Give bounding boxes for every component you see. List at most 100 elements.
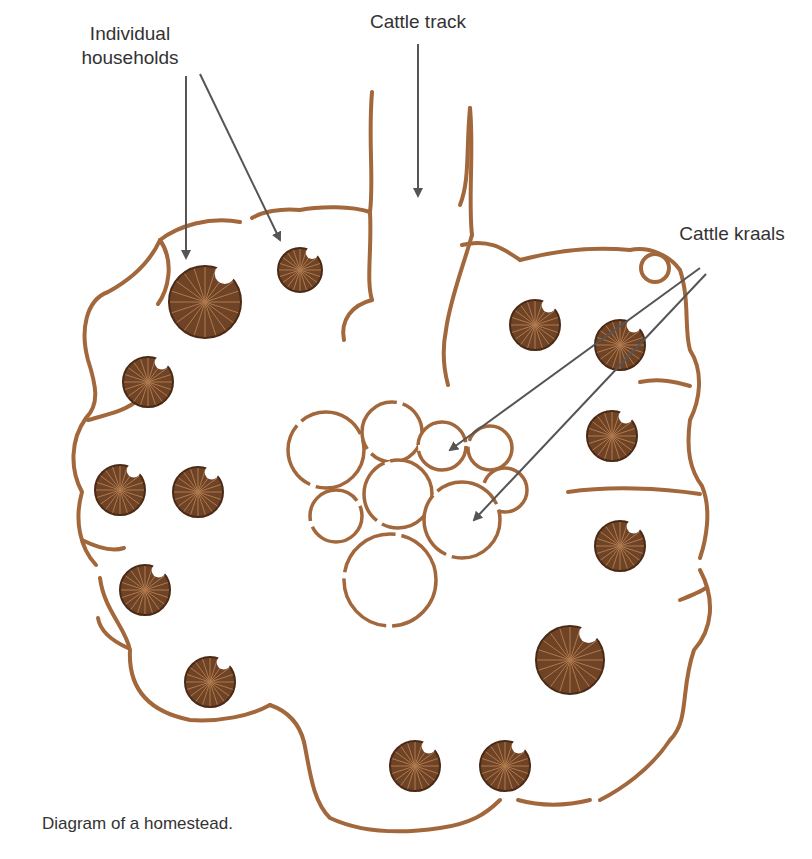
- thatch-stroke: [491, 747, 505, 766]
- thatch-stroke: [505, 742, 506, 766]
- thatch-stroke: [606, 546, 620, 565]
- thatch-stroke: [148, 382, 155, 405]
- thatch-stroke: [97, 490, 120, 497]
- thatch-stroke: [198, 469, 205, 492]
- thatch-stroke: [288, 253, 300, 270]
- thatch-stroke: [415, 743, 422, 766]
- thatch-stroke: [543, 641, 570, 660]
- hut: [510, 299, 560, 351]
- thatch-stroke: [126, 590, 145, 604]
- thatch-stroke: [205, 269, 216, 302]
- thatch-stroke: [551, 660, 570, 687]
- thatch-stroke: [612, 412, 613, 436]
- thatch-stroke: [198, 492, 222, 493]
- thatch-stroke: [205, 302, 226, 330]
- thatch-stroke: [280, 264, 300, 270]
- thatch-stroke: [620, 539, 643, 546]
- fence: [270, 705, 304, 742]
- leader-arrow: [417, 44, 419, 196]
- thatch-stroke: [512, 318, 535, 325]
- thatch-stroke: [401, 766, 415, 785]
- thatch-stroke: [415, 766, 422, 789]
- thatch-stroke: [203, 682, 210, 705]
- hut-doorway: [627, 520, 641, 534]
- thatch-stroke: [396, 752, 415, 766]
- thatch-stroke: [535, 318, 558, 325]
- hut: [278, 247, 322, 292]
- thatch-stroke: [129, 368, 148, 382]
- thatch-stroke: [196, 663, 210, 682]
- kraal: [364, 460, 432, 528]
- hut: [587, 410, 637, 462]
- kraal: [288, 412, 364, 488]
- thatch-stroke: [612, 422, 631, 436]
- thatch-stroke: [131, 590, 145, 609]
- thatch-stroke: [134, 382, 148, 401]
- thatch-stroke: [396, 766, 415, 780]
- kraal: [418, 422, 466, 470]
- leader-arrow: [185, 76, 187, 258]
- thatch-stroke: [141, 359, 148, 382]
- thatch-stroke: [101, 476, 120, 490]
- hut: [169, 264, 241, 338]
- thatch-stroke: [596, 345, 620, 346]
- thatch-stroke: [125, 382, 148, 389]
- thatch-stroke: [597, 539, 620, 546]
- thatch-stroke: [613, 546, 620, 569]
- thatch-stroke: [210, 682, 234, 683]
- thatch-stroke: [300, 258, 317, 270]
- thatch-stroke: [535, 325, 549, 344]
- thatch-stroke: [593, 436, 612, 450]
- thatch-stroke: [184, 302, 205, 330]
- fence: [82, 540, 124, 550]
- thatch-stroke: [570, 650, 601, 660]
- thatch-stroke: [280, 270, 300, 276]
- hut-doorway: [306, 247, 318, 259]
- fence: [158, 240, 169, 304]
- thatch-stroke: [191, 668, 210, 682]
- fences: [73, 92, 710, 831]
- thatch-stroke: [179, 478, 198, 492]
- hut: [480, 740, 530, 792]
- thatch-stroke: [194, 269, 205, 302]
- fence: [343, 300, 372, 340]
- thatch-stroke: [210, 682, 233, 689]
- thatch-stroke: [120, 483, 143, 490]
- thatch-stroke: [570, 660, 603, 661]
- thatch-stroke: [543, 660, 570, 679]
- thatch-stroke: [589, 429, 612, 436]
- thatch-stroke: [138, 567, 145, 590]
- hut: [95, 464, 145, 516]
- hut: [123, 356, 173, 408]
- thatch-stroke: [145, 590, 169, 591]
- thatch-stroke: [203, 659, 210, 682]
- thatch-stroke: [288, 270, 300, 287]
- thatch-stroke: [174, 492, 198, 493]
- thatch-stroke: [210, 675, 233, 682]
- thatch-stroke: [570, 660, 601, 670]
- thatch-stroke: [177, 302, 205, 323]
- thatch-stroke: [179, 492, 198, 506]
- thatch-stroke: [505, 766, 512, 789]
- thatch-stroke: [505, 743, 512, 766]
- fence: [98, 618, 128, 648]
- thatch-stroke: [283, 270, 300, 282]
- thatch-stroke: [498, 766, 505, 789]
- thatch-stroke: [210, 668, 229, 682]
- fence: [73, 220, 240, 565]
- thatch-stroke: [505, 766, 519, 785]
- thatch-stroke: [613, 322, 620, 345]
- thatch-stroke: [482, 766, 505, 773]
- hut-doorway: [579, 624, 598, 643]
- hut: [595, 520, 645, 572]
- fence: [640, 380, 690, 386]
- thatch-stroke: [535, 325, 542, 348]
- hut-doorway: [542, 299, 556, 313]
- thatch-stroke: [391, 766, 415, 767]
- thatch-stroke: [511, 325, 535, 326]
- thatch-stroke: [125, 375, 148, 382]
- thatch-stroke: [535, 325, 554, 339]
- kraal: [424, 482, 500, 558]
- thatch-stroke: [606, 345, 620, 364]
- thatch-stroke: [198, 492, 221, 499]
